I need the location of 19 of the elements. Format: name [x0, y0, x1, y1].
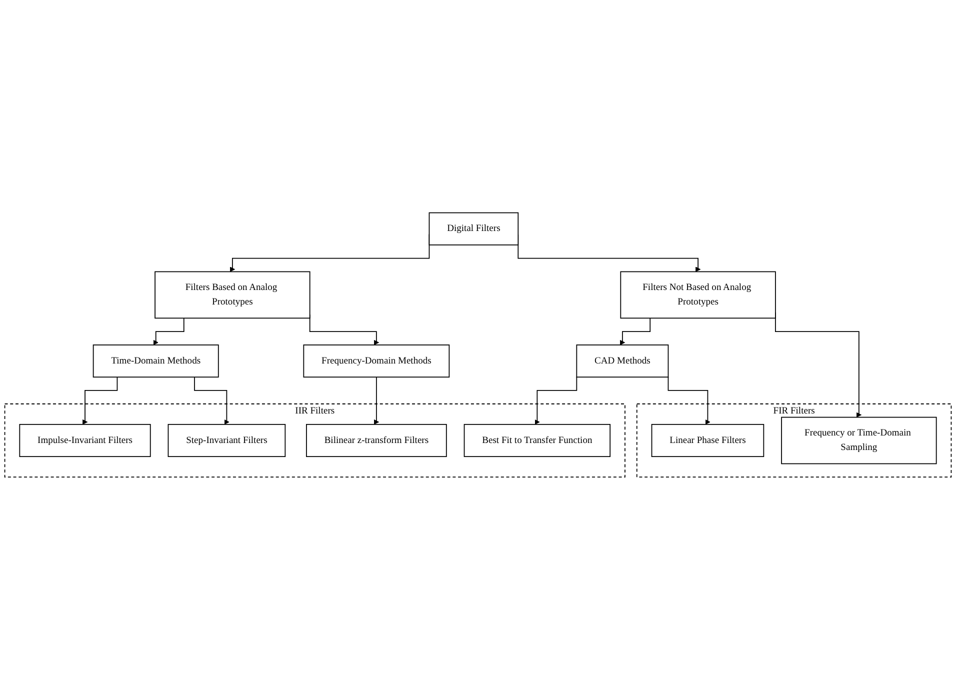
- node-box: Filters Not Based on Analog Prototypes: [620, 270, 776, 318]
- arrow: [82, 376, 118, 424]
- node-box: CAD Methods: [576, 344, 669, 378]
- node-box: Filters Based on Analog Prototypes: [154, 270, 310, 318]
- node-box: Linear Phase Filters: [651, 424, 764, 457]
- node-box: Frequency-Domain Methods: [303, 344, 450, 378]
- arrow: [153, 317, 184, 345]
- arrow: [668, 376, 710, 424]
- node-box: Impulse-Invariant Filters: [19, 424, 151, 457]
- node-box: Step-Invariant Filters: [168, 424, 286, 457]
- node-box: Best Fit to Transfer Function: [464, 424, 611, 457]
- node-box: Bilinear z-transform Filters: [306, 424, 447, 457]
- node-box: Time-Domain Methods: [92, 344, 219, 378]
- arrow: [620, 317, 651, 345]
- arrow: [534, 376, 578, 424]
- arrow: [194, 376, 230, 424]
- node-box: Digital Filters: [428, 212, 519, 245]
- arrow: [374, 376, 380, 424]
- node-box: Frequency or Time-Domain Sampling: [781, 416, 937, 464]
